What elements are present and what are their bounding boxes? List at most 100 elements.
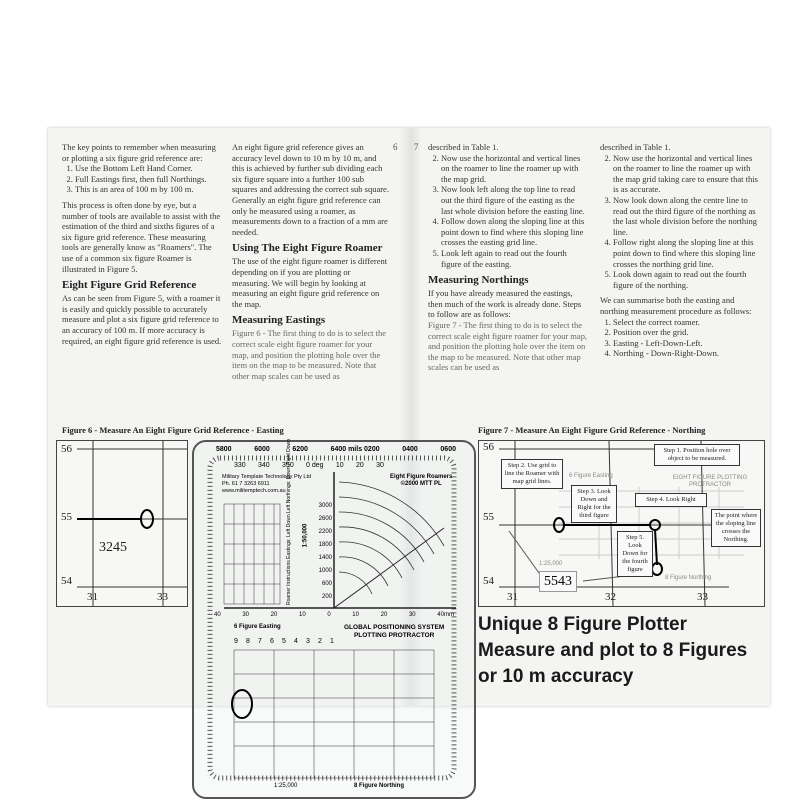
roamer-company: Military Template Technology Pty Ltd Ph.… [222, 474, 311, 495]
digit: 5 [282, 638, 286, 645]
page-number: 7 [414, 142, 419, 152]
roamer-easting-label: 6 Figure Easting [234, 624, 281, 630]
text: As can be seen from Figure 5, with a roa… [62, 293, 222, 346]
list-item: Now use the horizontal and vertical line… [613, 153, 760, 195]
northing-label: 56 [483, 441, 494, 453]
roamer-title: GLOBAL POSITIONING SYSTEM PLOTTING PROTR… [344, 624, 444, 640]
list-item: Full Eastings first, then full Northings… [75, 174, 222, 185]
left-col1: The key points to remember when measurin… [62, 142, 222, 351]
easting-label: 31 [507, 591, 518, 603]
page-number: 6 [393, 142, 398, 152]
figure-6-grid-lines [77, 441, 187, 606]
digit: 2 [318, 638, 322, 645]
text: We can summarise both the easting and no… [600, 295, 752, 316]
list-item: Look left again to read out the fourth f… [441, 248, 588, 269]
northing-label: 54 [483, 575, 494, 587]
roamer-title-1: GLOBAL POSITIONING SYSTEM [344, 624, 445, 631]
roamer-title-2: PLOTTING PROTRACTOR [353, 632, 435, 639]
figure-title: Figure 7 - Measure An Eight Figure Grid … [478, 425, 706, 435]
roamer-instructions: Roamer Instructions Eastings: Left Down … [286, 439, 292, 605]
caption-line-2: Measure and plot to 8 Figures [478, 640, 748, 661]
digit: 8 [246, 638, 250, 645]
deg-label: 340 [258, 462, 270, 469]
booklet-spine [400, 128, 422, 706]
deg-label: 0 deg [306, 462, 324, 469]
scale-top: 1:50,000 [302, 523, 309, 548]
list-item: Use the Bottom Left Hand Corner. [75, 163, 222, 174]
roamer-markings [207, 455, 457, 781]
northing-label: 54 [61, 575, 72, 587]
step-2-box: Step 2. Use grid to line the Roamer with… [501, 459, 563, 489]
list-item: Look down again to read out the fourth f… [613, 269, 760, 290]
company-website: www.militemptech.com.au [222, 488, 286, 494]
radial-label: 1000 [318, 568, 332, 574]
easting-label: 32 [605, 591, 616, 603]
mils-label: 6200 [292, 446, 308, 453]
heading: Using The Eight Figure Roamer [232, 242, 383, 255]
radial-label: 600 [321, 581, 332, 587]
roamer-brand: Eight Figure Roamers ©2000 MTT PL [390, 474, 452, 488]
mm-label: 10 [298, 612, 306, 618]
heading: Eight Figure Grid Reference [62, 279, 197, 292]
radial-label: 2200 [318, 529, 332, 535]
list-item: Now use the horizontal and vertical line… [441, 153, 588, 185]
text: The use of the eight figure roamer is di… [232, 256, 388, 309]
deg-label: 330 [234, 462, 246, 469]
mm-label: 30 [242, 612, 250, 618]
scale-bottom: 1:25,000 [274, 783, 298, 789]
roamer-northing-label: 8 Figure Northing [354, 783, 404, 789]
easting-label: 33 [157, 591, 168, 603]
answer-easting: 3245 [99, 540, 127, 555]
list-item: Now look left along the top line to read… [441, 184, 588, 216]
scale-label: 1:25,000 [539, 561, 563, 567]
northing-label: 55 [483, 511, 494, 523]
figure-7: 56 55 54 31 32 33 5543 Step 1. Position … [478, 440, 765, 607]
list-item: This is an area of 100 m by 100 m. [75, 184, 222, 195]
step-5-box: Step 5. Look Down for the fourth figure [617, 531, 653, 577]
step-1-box: Step 1. Position hole over object to be … [654, 444, 740, 466]
text: This process is often done by eye, but a… [62, 199, 221, 274]
heading: Measuring Northings [428, 274, 529, 287]
digit: 1 [330, 638, 334, 645]
text: The key points to remember when measurin… [62, 142, 216, 163]
right-col1: described in Table 1. Now use the horizo… [428, 142, 588, 378]
company-name: Military Template Technology Pty Ltd [222, 474, 312, 480]
left-col2: An eight figure grid reference gives an … [232, 142, 390, 386]
radial-label: 1400 [318, 555, 332, 561]
text: described in Table 1. [428, 142, 499, 152]
digit: 7 [258, 638, 262, 645]
company-phone: Ph. 61 7 3263 6911 [222, 481, 270, 487]
mils-label: 0600 [440, 446, 456, 453]
right-col2: described in Table 1. Now use the horizo… [600, 142, 760, 359]
digit: 3 [306, 638, 310, 645]
easting-label: 33 [697, 591, 708, 603]
deg-label: 20 [356, 462, 364, 469]
mm-label: 40mm [437, 612, 454, 618]
list-item: Easting - Left-Down-Left. [613, 338, 760, 349]
text: described in Table 1. [600, 142, 671, 152]
text: Figure 7 - The first thing to do is to s… [428, 319, 588, 373]
radial-label: 2600 [318, 516, 332, 522]
list-item: Now look down along the centre line to r… [613, 195, 760, 237]
figure-title: Figure 6 - Measure An Eight Figure Grid … [62, 425, 284, 435]
text: If you have already measured the easting… [428, 288, 582, 320]
mm-label: 20 [270, 612, 278, 618]
radial-label: 200 [321, 594, 332, 600]
answer-northing: 5543 [539, 571, 577, 592]
copyright: ©2000 MTT PL [400, 481, 442, 487]
northing-label: 55 [61, 511, 72, 523]
digit: 9 [234, 638, 238, 645]
easting-label: 31 [87, 591, 98, 603]
deg-label: 10 [335, 462, 344, 469]
radial-label: 1800 [318, 542, 332, 548]
booklet: The key points to remember when measurin… [48, 128, 770, 706]
deg-label: 350 [282, 462, 294, 469]
mils-label: 6400 mils 0200 [330, 446, 380, 453]
protractor-label: EIGHT FIGURE PLOTTING PROTRACTOR [672, 475, 748, 488]
mm-label: 30 [408, 612, 416, 618]
digit: 6 [270, 638, 274, 645]
